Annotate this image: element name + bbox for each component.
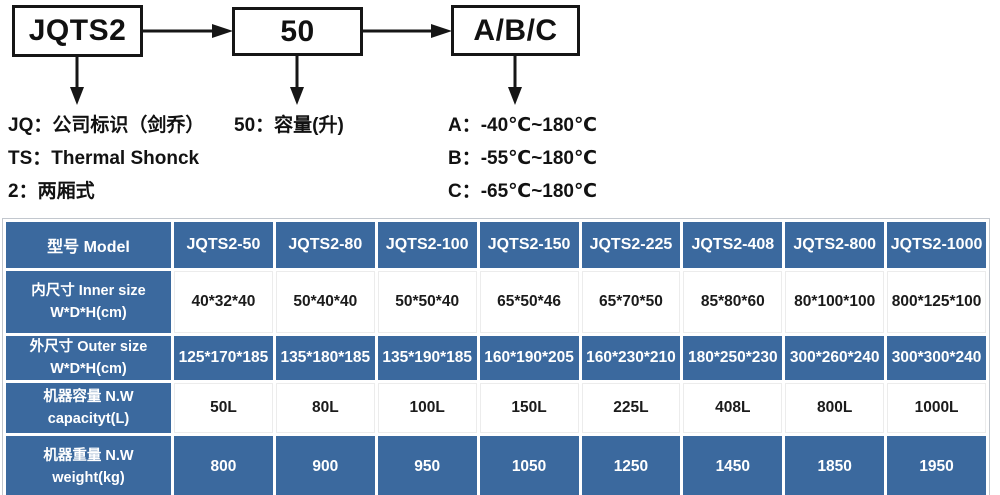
spec-value-cell: 40*32*40 [174, 271, 273, 333]
arrow-head-right-2 [431, 24, 452, 38]
spec-value-cell: 135*180*185 [275, 336, 375, 380]
spec-value-cell: 65*50*46 [479, 271, 579, 333]
inner-size-row: 内尺寸 Inner size W*D*H(cm) 40*32*40 50*40*… [6, 271, 986, 333]
spec-value-cell: 180*250*230 [683, 336, 783, 380]
spec-value-cell: 1950 [887, 436, 986, 495]
row-label-line2: weight(kg) [52, 470, 125, 486]
spec-value-cell: 300*260*240 [785, 336, 885, 380]
model-header-cell: JQTS2-408 [683, 222, 783, 268]
arrow-head-down-2 [290, 87, 304, 105]
series-code-box: JQTS2 [12, 5, 143, 57]
row-label-inner-size: 内尺寸 Inner size W*D*H(cm) [6, 271, 171, 333]
row-label-capacity: 机器容量 N.W capacityt(L) [6, 383, 171, 433]
spec-value-cell: 1050 [479, 436, 579, 495]
weight-row: 机器重量 N.W weight(kg) 800 900 950 1050 125… [6, 436, 986, 495]
model-header-cell: JQTS2-80 [275, 222, 375, 268]
spec-value-cell: 85*80*60 [683, 271, 783, 333]
model-code-diagram: JQTS2 50 A/B/C JQ：公司标识（剑乔） TS：Thermal Sh… [0, 0, 1000, 218]
spec-value-cell: 50L [174, 383, 273, 433]
spec-value-cell: 408L [683, 383, 783, 433]
capacity-row: 机器容量 N.W capacityt(L) 50L 80L 100L 150L … [6, 383, 986, 433]
model-header-cell: JQTS2-100 [377, 222, 477, 268]
note-temp-class-b: B：-55℃~180℃ [448, 148, 597, 169]
model-header-cell: JQTS2-1000 [887, 222, 986, 268]
spec-value-cell: 150L [479, 383, 579, 433]
note-2-meaning: 2：两厢式 [8, 181, 95, 202]
note-50-meaning: 50：容量(升) [234, 115, 344, 136]
spec-value-cell: 1250 [581, 436, 681, 495]
model-header-cell: JQTS2-800 [785, 222, 885, 268]
spec-value-cell: 65*70*50 [581, 271, 681, 333]
spec-value-cell: 900 [275, 436, 375, 495]
row-label-line1: 机器重量 N.W [43, 448, 134, 464]
outer-size-row: 外尺寸 Outer size W*D*H(cm) 125*170*185 135… [6, 336, 986, 380]
spec-value-cell: 160*230*210 [581, 336, 681, 380]
note-jq-meaning: JQ：公司标识（剑乔） [8, 115, 205, 136]
spec-value-cell: 160*190*205 [479, 336, 579, 380]
arrow-head-right-1 [212, 24, 233, 38]
spec-value-cell: 950 [377, 436, 477, 495]
row-label-outer-size: 外尺寸 Outer size W*D*H(cm) [6, 336, 171, 380]
flow-arrows [70, 24, 522, 105]
arrow-head-down-1 [70, 87, 84, 105]
spec-value-cell: 225L [581, 383, 681, 433]
row-label-line2: W*D*H(cm) [50, 305, 127, 321]
spec-value-cell: 800*125*100 [887, 271, 986, 333]
spec-value-cell: 800 [174, 436, 273, 495]
row-label-line1: 机器容量 N.W [43, 389, 134, 405]
spec-value-cell: 135*190*185 [377, 336, 477, 380]
spec-value-cell: 1000L [887, 383, 986, 433]
spec-value-cell: 80*100*100 [785, 271, 885, 333]
spec-value-cell: 300*300*240 [887, 336, 986, 380]
note-temp-class-a: A：-40℃~180℃ [448, 115, 597, 136]
note-temp-class-c: C：-65℃~180℃ [448, 181, 597, 202]
model-header-cell: JQTS2-225 [581, 222, 681, 268]
spec-value-cell: 100L [377, 383, 477, 433]
spec-value-cell: 50*50*40 [377, 271, 477, 333]
spec-value-cell: 1450 [683, 436, 783, 495]
spec-value-cell: 50*40*40 [275, 271, 375, 333]
spec-table: 型号 Model JQTS2-50 JQTS2-80 JQTS2-100 JQT… [2, 218, 990, 495]
model-header-cell: JQTS2-50 [174, 222, 273, 268]
model-corner-header: 型号 Model [6, 222, 171, 268]
row-label-line2: capacityt(L) [47, 411, 130, 427]
model-header-cell: JQTS2-150 [479, 222, 579, 268]
spec-value-cell: 1850 [785, 436, 885, 495]
row-label-weight: 机器重量 N.W weight(kg) [6, 436, 171, 495]
capacity-code-box: 50 [232, 7, 363, 56]
spec-value-cell: 125*170*185 [174, 336, 273, 380]
note-ts-meaning: TS：Thermal Shonck [8, 148, 200, 169]
row-label-line1: 内尺寸 Inner size [31, 283, 146, 299]
spec-value-cell: 80L [275, 383, 375, 433]
arrow-head-down-3 [508, 87, 522, 105]
row-label-line2: W*D*H(cm) [50, 361, 127, 377]
spec-table-header-row: 型号 Model JQTS2-50 JQTS2-80 JQTS2-100 JQT… [6, 222, 986, 268]
row-label-line1: 外尺寸 Outer size [29, 339, 148, 355]
spec-value-cell: 800L [785, 383, 885, 433]
temp-class-code-box: A/B/C [451, 5, 580, 56]
